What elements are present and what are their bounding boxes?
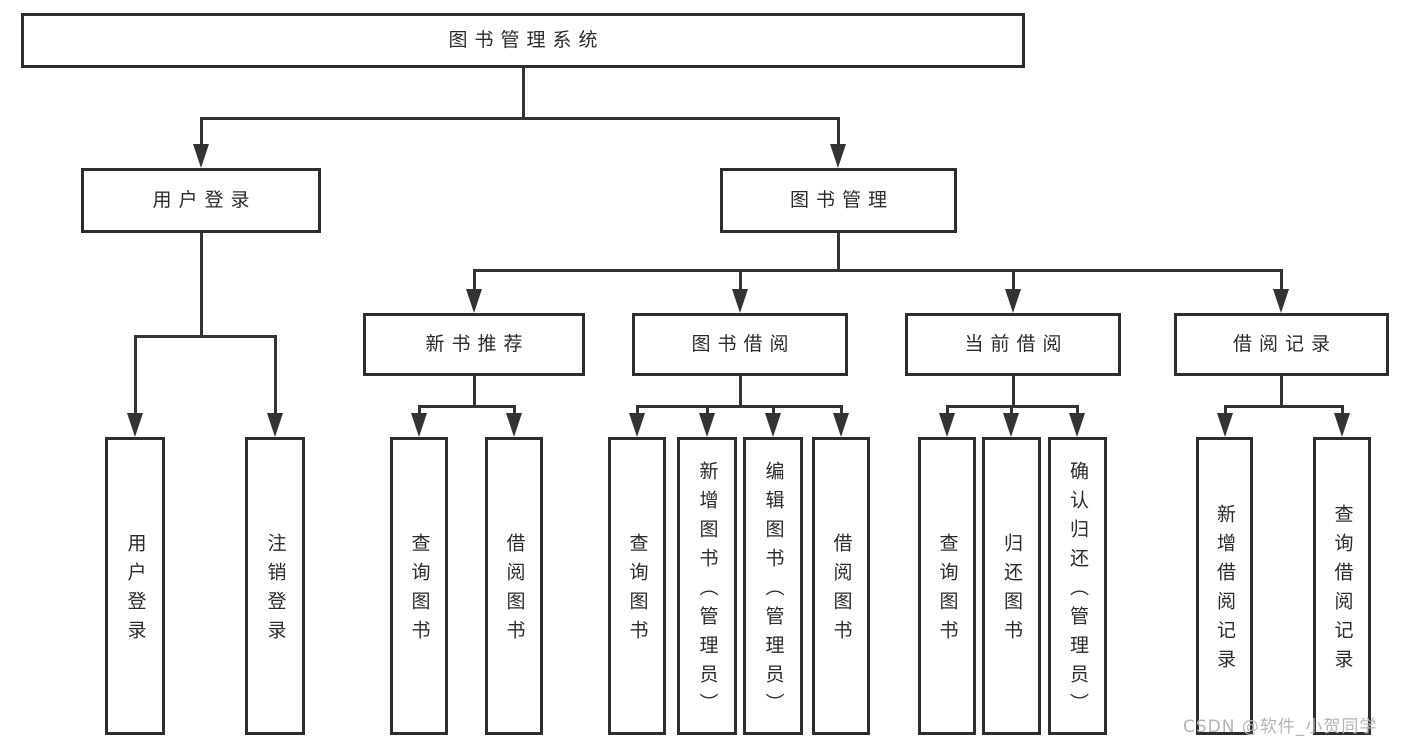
connector-drop-recommend-to-leaves-0: [417, 406, 421, 419]
connector-bar-records-to-leaves: [1223, 404, 1344, 408]
node-label-borrow-records: 借阅记录: [1232, 332, 1337, 355]
node-user-login: 用户登录: [81, 168, 321, 233]
connector-bar-root-to-level2: [199, 116, 840, 120]
connector-drop-recommend-to-leaves-1: [512, 406, 516, 419]
node-label-user-login: 用户登录: [152, 188, 257, 211]
node-leaf-logout: 注销登录: [245, 437, 305, 735]
connector-drop-user-login-to-leaves-0: [133, 336, 137, 419]
connector-drop-borrow-to-leaves-3: [839, 406, 843, 419]
arrowhead-current-to-leaves-1: [1003, 413, 1019, 437]
arrowhead-records-to-leaves-1: [1334, 413, 1350, 437]
connector-feed-current-to-leaves: [1011, 376, 1015, 406]
node-label-leaf-query-book-2: 查询图书: [626, 533, 649, 649]
node-label-leaf-user-login: 用户登录: [124, 533, 147, 649]
arrowhead-root-to-level2-0: [193, 144, 209, 168]
node-label-leaf-add-book: 新增图书（管理员）: [696, 460, 719, 722]
connector-feed-book-mgmt-to-level3: [836, 233, 840, 270]
arrowhead-recommend-to-leaves-1: [506, 413, 522, 437]
node-leaf-add-book: 新增图书（管理员）: [677, 437, 737, 735]
node-leaf-query-book-2: 查询图书: [608, 437, 666, 735]
connector-drop-records-to-leaves-0: [1223, 406, 1227, 419]
node-leaf-return-book: 归还图书: [982, 437, 1041, 735]
node-label-leaf-return-book: 归还图书: [1001, 533, 1023, 649]
node-leaf-user-login: 用户登录: [105, 437, 165, 735]
node-leaf-edit-book: 编辑图书（管理员）: [743, 437, 803, 735]
connector-drop-root-to-level2-1: [836, 118, 840, 150]
connector-drop-book-mgmt-to-level3-2: [1011, 270, 1015, 295]
node-label-book-borrow: 图书借阅: [691, 332, 796, 355]
connector-drop-records-to-leaves-1: [1340, 406, 1344, 419]
connector-drop-root-to-level2-0: [199, 118, 203, 150]
arrowhead-records-to-leaves-0: [1217, 413, 1233, 437]
connector-bar-borrow-to-leaves: [635, 404, 843, 408]
node-label-leaf-query-book-1: 查询图书: [408, 533, 431, 649]
node-label-leaf-query-record: 查询借阅记录: [1331, 504, 1354, 678]
arrowhead-borrow-to-leaves-2: [765, 413, 781, 437]
node-leaf-confirm-return: 确认归还（管理员）: [1048, 437, 1107, 735]
arrowhead-borrow-to-leaves-1: [699, 413, 715, 437]
connector-drop-borrow-to-leaves-1: [705, 406, 709, 419]
node-label-book-mgmt: 图书管理: [789, 188, 894, 211]
node-label-current-borrow: 当前借阅: [964, 332, 1069, 355]
node-borrow-records: 借阅记录: [1174, 313, 1389, 376]
connector-drop-user-login-to-leaves-1: [273, 336, 277, 419]
connector-drop-book-mgmt-to-level3-3: [1279, 270, 1283, 295]
node-label-leaf-borrow-book-1: 借阅图书: [503, 533, 526, 649]
csdn-watermark: CSDN @软件_小贺同学: [1183, 717, 1378, 737]
arrowhead-recommend-to-leaves-0: [411, 413, 427, 437]
node-label-leaf-logout: 注销登录: [264, 533, 287, 649]
node-label-leaf-add-record: 新增借阅记录: [1214, 504, 1236, 678]
connector-drop-current-to-leaves-2: [1075, 406, 1079, 419]
node-label-leaf-edit-book: 编辑图书（管理员）: [762, 460, 785, 722]
arrowhead-user-login-to-leaves-1: [267, 413, 283, 437]
node-root: 图书管理系统: [21, 13, 1025, 68]
arrowhead-book-mgmt-to-level3-2: [1005, 289, 1021, 313]
node-leaf-query-record: 查询借阅记录: [1313, 437, 1371, 735]
connector-bar-book-mgmt-to-level3: [472, 268, 1283, 272]
arrowhead-borrow-to-leaves-3: [833, 413, 849, 437]
arrowhead-borrow-to-leaves-0: [629, 413, 645, 437]
connector-drop-book-mgmt-to-level3-0: [472, 270, 476, 295]
connector-feed-records-to-leaves: [1279, 376, 1283, 406]
arrowhead-current-to-leaves-2: [1069, 413, 1085, 437]
arrowhead-current-to-leaves-0: [939, 413, 955, 437]
connector-feed-recommend-to-leaves: [472, 376, 476, 406]
node-current-borrow: 当前借阅: [905, 313, 1121, 376]
connector-drop-borrow-to-leaves-2: [771, 406, 775, 419]
node-leaf-borrow-book-2: 借阅图书: [812, 437, 870, 735]
node-label-leaf-confirm-return: 确认归还（管理员）: [1067, 460, 1089, 722]
node-label-leaf-query-book-3: 查询图书: [936, 533, 959, 649]
arrowhead-book-mgmt-to-level3-0: [466, 289, 482, 313]
connector-feed-root-to-level2: [521, 68, 525, 118]
node-new-book-recommend: 新书推荐: [363, 313, 585, 376]
node-leaf-add-record: 新增借阅记录: [1196, 437, 1253, 735]
node-label-new-book-recommend: 新书推荐: [425, 332, 530, 355]
arrowhead-user-login-to-leaves-0: [127, 413, 143, 437]
node-book-mgmt: 图书管理: [720, 168, 957, 233]
connector-feed-borrow-to-leaves: [738, 376, 742, 406]
node-leaf-query-book-1: 查询图书: [390, 437, 448, 735]
connector-feed-user-login-to-leaves: [199, 233, 203, 336]
arrowhead-root-to-level2-1: [830, 144, 846, 168]
node-label-leaf-borrow-book-2: 借阅图书: [830, 533, 853, 649]
arrowhead-book-mgmt-to-level3-1: [732, 289, 748, 313]
connector-bar-recommend-to-leaves: [417, 404, 516, 408]
node-book-borrow: 图书借阅: [632, 313, 848, 376]
connector-bar-user-login-to-leaves: [133, 334, 277, 338]
node-label-root: 图书管理系统: [448, 28, 605, 51]
connector-drop-current-to-leaves-1: [1009, 406, 1013, 419]
connector-drop-borrow-to-leaves-0: [635, 406, 639, 419]
node-leaf-query-book-3: 查询图书: [918, 437, 976, 735]
arrowhead-book-mgmt-to-level3-3: [1273, 289, 1289, 313]
node-leaf-borrow-book-1: 借阅图书: [485, 437, 543, 735]
connector-drop-book-mgmt-to-level3-1: [738, 270, 742, 295]
connector-drop-current-to-leaves-0: [945, 406, 949, 419]
